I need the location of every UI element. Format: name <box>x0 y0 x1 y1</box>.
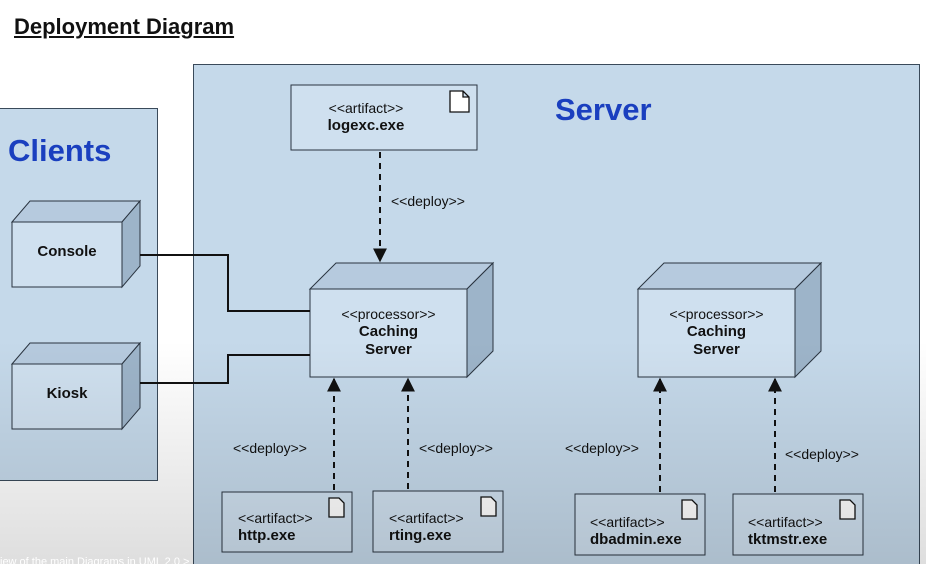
artifact-name: rting.exe <box>389 527 452 544</box>
artifact-stereotype: <<artifact>> <box>389 510 464 526</box>
artifact-stereotype: <<artifact>> <box>748 514 823 530</box>
artifact-stereotype: <<artifact>> <box>238 510 313 526</box>
artifact-name: http.exe <box>238 527 296 544</box>
deploy-label: <<deploy>> <box>785 446 859 462</box>
artifact-tktmstr-text: <<artifact>> tktmstr.exe <box>736 513 836 549</box>
processor-stereotype: <<processor>> <box>341 306 436 322</box>
document-icon <box>328 497 345 518</box>
kiosk-label: Kiosk <box>46 385 88 402</box>
console-label: Console <box>37 243 97 260</box>
processor-left-text: <<processor>> Caching Server <box>310 305 467 359</box>
processor-stereotype: <<processor>> <box>669 306 764 322</box>
artifact-name: logexc.exe <box>327 117 405 134</box>
console-node[interactable] <box>10 199 142 289</box>
artifact-dbadmin-text: <<artifact>> dbadmin.exe <box>578 513 682 549</box>
document-icon <box>449 90 470 113</box>
server-label: Server <box>555 92 652 127</box>
artifact-dbadmin[interactable] <box>574 493 706 556</box>
artifact-name: tktmstr.exe <box>748 531 828 548</box>
deploy-label: <<deploy>> <box>565 440 639 456</box>
diagram-title: Deployment Diagram <box>14 14 235 39</box>
clients-label: Clients <box>8 133 112 168</box>
processor-name-line1: Caching <box>358 323 419 340</box>
deploy-label: <<deploy>> <box>391 193 465 209</box>
document-icon <box>839 499 856 520</box>
deploy-label: <<deploy>> <box>419 440 493 456</box>
document-icon <box>681 499 698 520</box>
artifact-rting-text: <<artifact>> rting.exe <box>377 509 477 545</box>
artifact-stereotype: <<artifact>> <box>590 514 665 530</box>
deploy-label: <<deploy>> <box>233 440 307 456</box>
processor-name-line1: Caching <box>686 323 747 340</box>
kiosk-connection <box>140 354 310 384</box>
artifact-logexc[interactable] <box>290 84 478 151</box>
processor-right-text: <<processor>> Caching Server <box>638 305 795 359</box>
processor-name-line2: Server <box>365 341 412 358</box>
document-icon <box>480 496 497 517</box>
artifact-rting[interactable] <box>372 490 504 553</box>
artifact-http[interactable] <box>221 491 353 553</box>
processor-node-right[interactable] <box>636 261 823 379</box>
console-connection <box>140 254 310 312</box>
processor-name-line2: Server <box>693 341 740 358</box>
artifact-tktmstr[interactable] <box>732 493 864 556</box>
artifact-name: dbadmin.exe <box>590 531 682 548</box>
video-caption[interactable]: iew of the main Diagrams in UML 2.0 > <box>0 556 190 568</box>
kiosk-node[interactable] <box>10 341 142 431</box>
processor-node-left[interactable] <box>308 261 495 379</box>
artifact-stereotype: <<artifact>> <box>328 100 404 116</box>
artifact-http-text: <<artifact>> http.exe <box>226 509 326 545</box>
artifact-logexc-text: <<artifact>> logexc.exe <box>291 99 441 135</box>
